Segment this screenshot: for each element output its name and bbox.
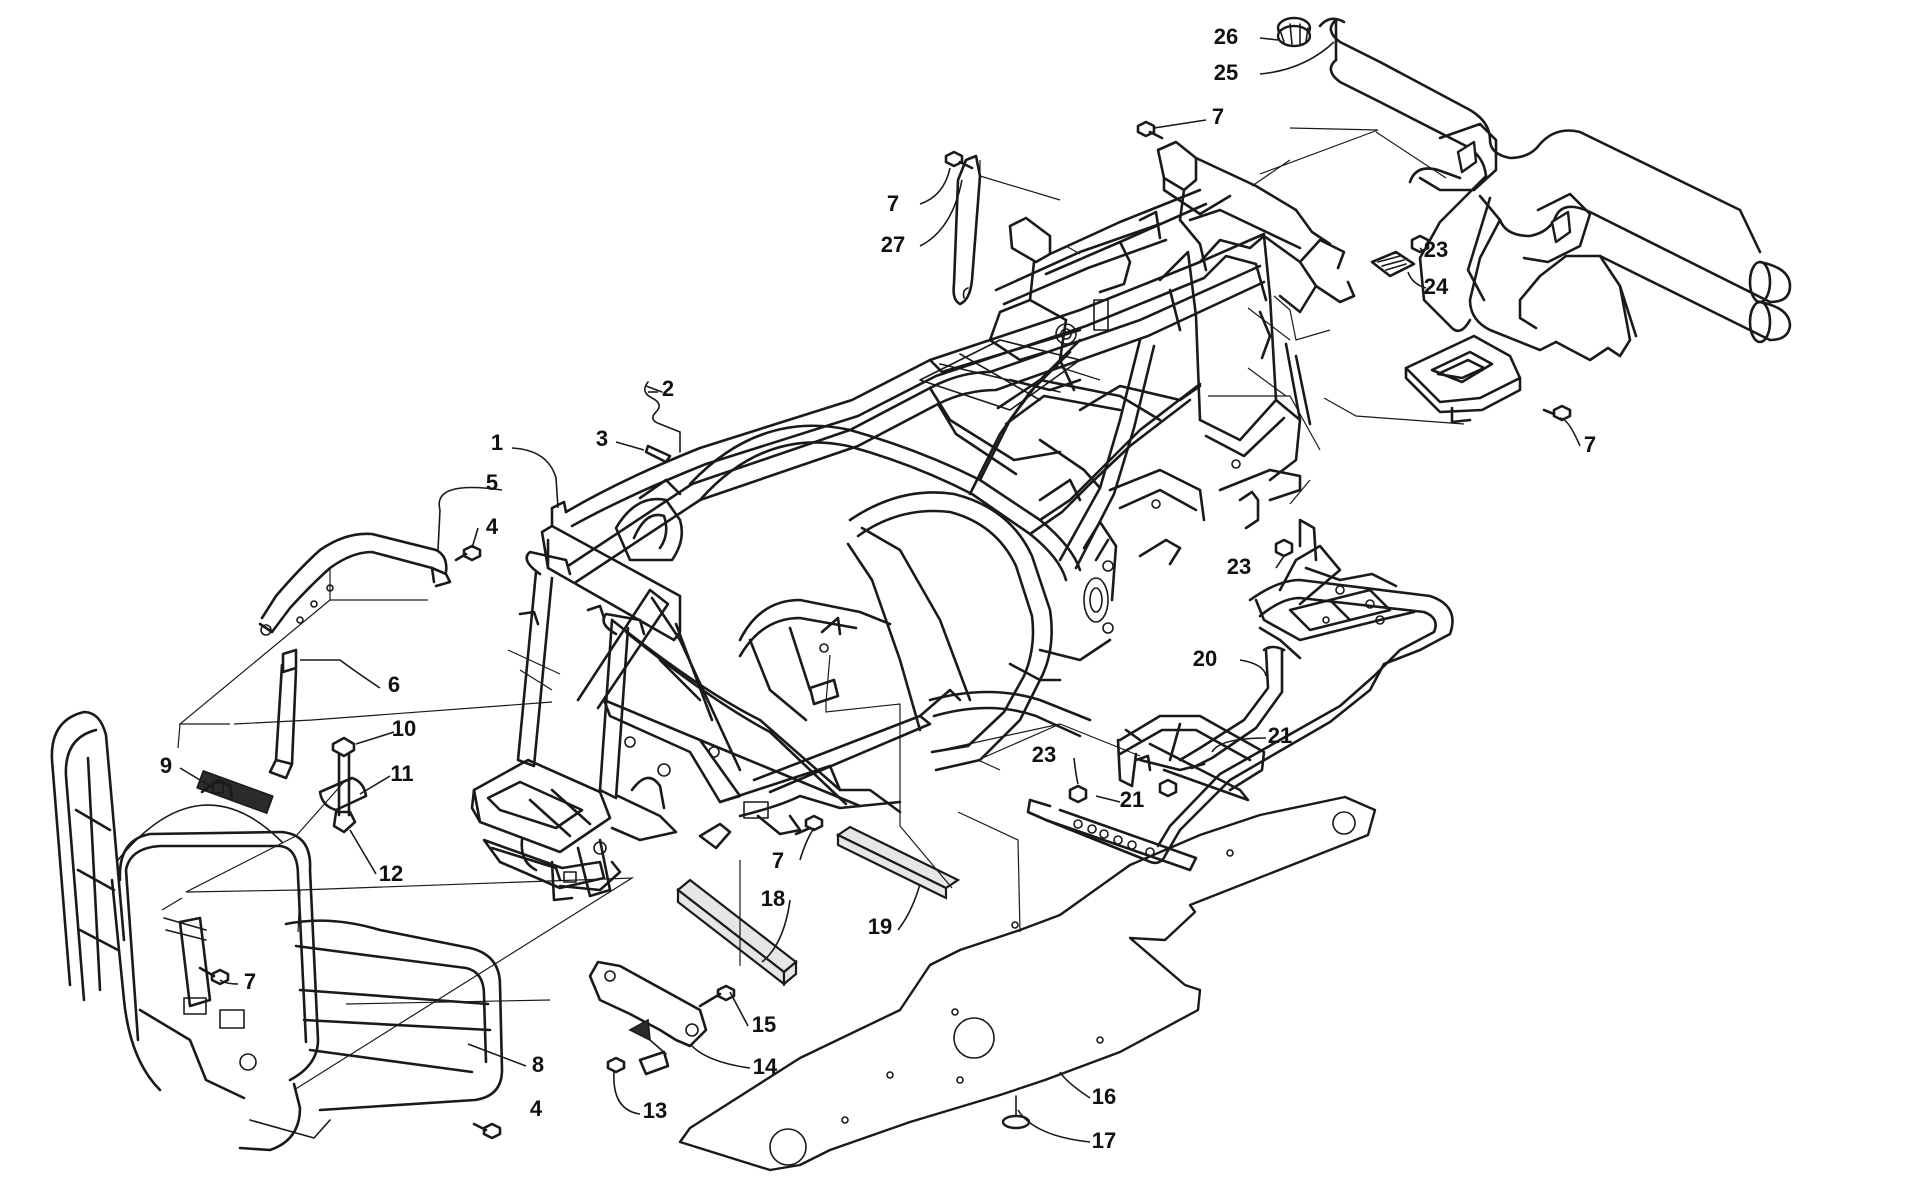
nut-rear-right bbox=[1410, 234, 1430, 254]
callout-c14: 14 bbox=[753, 1054, 778, 1079]
footrest-bracket bbox=[1178, 645, 1286, 770]
callout-c7e: 7 bbox=[244, 969, 256, 994]
support-strap bbox=[952, 154, 982, 306]
callout-c21a: 21 bbox=[1268, 723, 1292, 748]
bolt-lower-mid bbox=[794, 814, 824, 836]
callout-c23a: 23 bbox=[1424, 237, 1448, 262]
bolt-bumper bbox=[198, 966, 230, 986]
callout-c25: 25 bbox=[1214, 60, 1238, 85]
callout-c20: 20 bbox=[1193, 646, 1217, 671]
callout-c5: 5 bbox=[486, 470, 498, 495]
rear-linkage-bracket bbox=[588, 960, 708, 1076]
tube-plug bbox=[1276, 16, 1312, 48]
clamp-assembly bbox=[318, 736, 368, 834]
callout-c4b: 4 bbox=[530, 1096, 543, 1121]
bolt-rear-rack bbox=[1542, 404, 1572, 422]
callout-c17: 17 bbox=[1092, 1128, 1116, 1153]
rear-rack bbox=[1318, 17, 1792, 424]
skid-plate-fastener bbox=[1001, 1095, 1031, 1130]
reference-lines bbox=[161, 127, 1465, 1091]
callout-c3: 3 bbox=[596, 426, 608, 451]
bolt-strap bbox=[944, 150, 974, 170]
callout-c13: 13 bbox=[643, 1098, 667, 1123]
callout-c26: 26 bbox=[1214, 24, 1238, 49]
foam-pad-right bbox=[835, 825, 961, 900]
front-bumper bbox=[50, 710, 504, 1152]
callout-c23b: 23 bbox=[1227, 554, 1251, 579]
label-plate bbox=[1370, 250, 1416, 278]
callout-c23c: 23 bbox=[1032, 742, 1056, 767]
callout-c24: 24 bbox=[1424, 274, 1449, 299]
footwell-frame bbox=[1026, 518, 1454, 872]
callout-c19: 19 bbox=[868, 914, 892, 939]
callout-c1: 1 bbox=[491, 430, 503, 455]
nut-footwell bbox=[1274, 538, 1294, 558]
fastener-lower bbox=[472, 1122, 502, 1140]
callout-c27: 27 bbox=[881, 232, 905, 257]
callout-c7b: 7 bbox=[1212, 104, 1224, 129]
callout-c8: 8 bbox=[532, 1052, 544, 1077]
callout-c4a: 4 bbox=[486, 514, 499, 539]
callout-c11: 11 bbox=[390, 761, 413, 786]
callout-c21b: 21 bbox=[1120, 787, 1144, 812]
nut-bracket bbox=[1158, 778, 1178, 798]
callout-c18: 18 bbox=[761, 886, 785, 911]
fastener-upper bbox=[454, 544, 482, 562]
callout-c7a: 7 bbox=[887, 191, 899, 216]
callout-c7c: 7 bbox=[1584, 432, 1596, 457]
foam-pad-left bbox=[676, 878, 798, 987]
linkage-bolt bbox=[698, 984, 736, 1008]
callout-c12: 12 bbox=[379, 861, 403, 886]
spring-clip bbox=[644, 381, 681, 453]
callout-c9: 9 bbox=[160, 753, 172, 778]
callout-c16: 16 bbox=[1092, 1084, 1116, 1109]
main-frame bbox=[470, 140, 1356, 902]
callout-labels: 1234456777778910111213141516171819202121… bbox=[160, 24, 1596, 1153]
front-upper-tube bbox=[258, 532, 452, 636]
callout-c10: 10 bbox=[392, 716, 416, 741]
linkage-nut bbox=[606, 1056, 626, 1074]
bolt-rear-top bbox=[1136, 120, 1164, 140]
pin bbox=[644, 444, 672, 464]
callout-c2: 2 bbox=[662, 376, 674, 401]
skid-plate bbox=[678, 795, 1377, 1172]
callout-leaders bbox=[179, 37, 1581, 1143]
callout-c6: 6 bbox=[388, 672, 400, 697]
callout-c7d: 7 bbox=[772, 848, 784, 873]
nut-lower-right bbox=[1068, 784, 1088, 804]
callout-c15: 15 bbox=[752, 1012, 776, 1037]
front-brace bbox=[268, 648, 298, 780]
